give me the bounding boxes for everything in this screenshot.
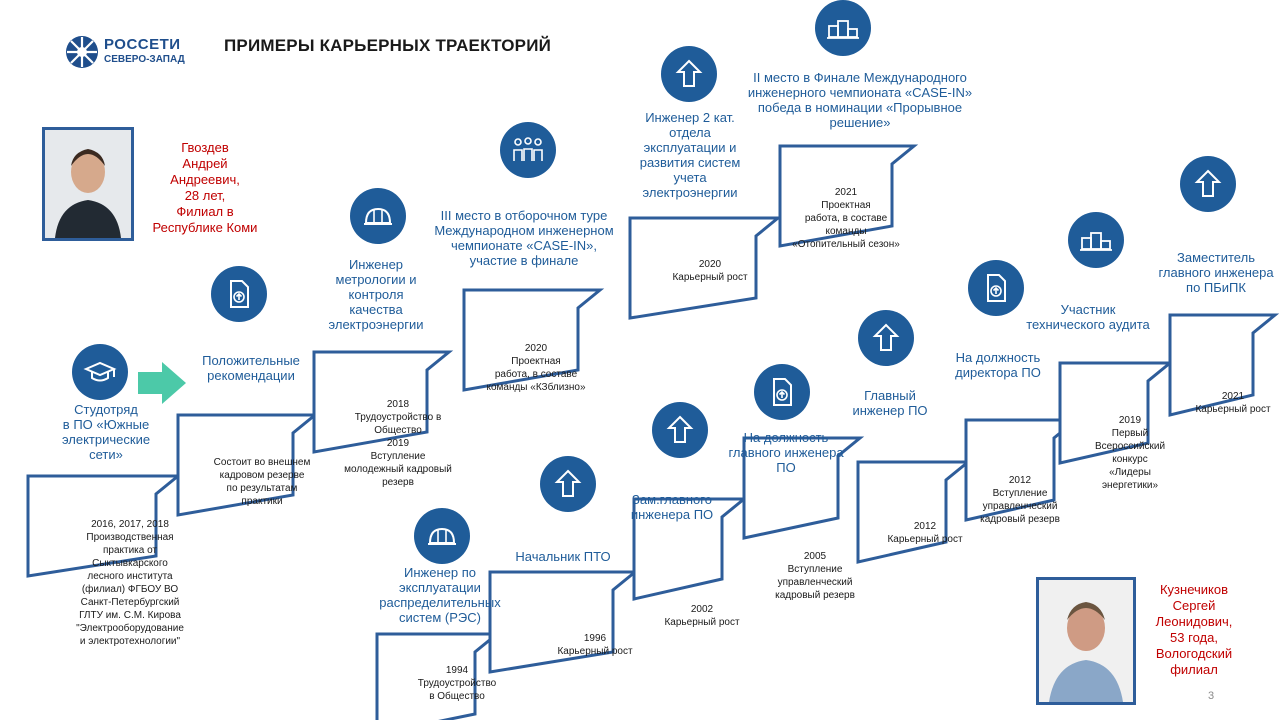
track1-caption-1: 2016, 2017, 2018 Производственная практи… (76, 519, 184, 647)
track1-label-3: Инженер метрологии и контроля качества э… (328, 257, 424, 332)
page-title: ПРИМЕРЫ КАРЬЕРНЫХ ТРАЕКТОРИЙ (224, 36, 552, 55)
arrow-up-icon (661, 46, 717, 102)
career-step (375, 632, 502, 720)
rosseti-logo-icon (66, 36, 98, 68)
track1-caption-4: 2020 Проектная работа, в составе команды… (486, 343, 586, 393)
track2-caption-7: 2019 Первый Всероссийский конкурс «Лидер… (1094, 415, 1166, 491)
track1-label-5: Инженер 2 кат. отдела эксплуатации и раз… (639, 110, 741, 200)
person2-name: Кузнечиков Сергей Леонидович, 53 года, В… (1155, 582, 1233, 677)
logo-name: РОССЕТИ (104, 36, 181, 53)
track1-caption-3: 2018 Трудоустройство в Общество 2019 Вст… (344, 399, 452, 488)
career-step (632, 497, 749, 601)
track2-caption-4: 2005 Вступление управленческий кадровый … (775, 551, 855, 601)
arrow-up-icon (858, 310, 914, 366)
track2-caption-2: 1996 Карьерный рост (557, 633, 633, 657)
track2-caption-5: 2012 Карьерный рост (887, 521, 963, 545)
document-icon (754, 364, 810, 420)
career-step (462, 288, 605, 392)
track1-caption-5: 2020 Карьерный рост (672, 259, 748, 283)
track2-label-7: Участник технического аудита (1026, 302, 1150, 332)
career-step (176, 413, 320, 517)
track2-caption-1: 1994 Трудоустройство в Общество (417, 665, 497, 702)
career-step (488, 570, 640, 674)
track1-caption-6: 2021 Проектная работа, в составе команды… (792, 187, 900, 250)
track2-caption-3: 2002 Карьерный рост (664, 604, 740, 628)
helmet-icon (350, 188, 406, 244)
track2-label-3: Зам.главного инженера ПО (630, 492, 714, 522)
track1-caption-2: Состоит во внешнем кадровом резерве по р… (213, 457, 311, 507)
track1-label-2: Положительные рекомендации (202, 353, 300, 383)
arrow-up-icon (1180, 156, 1236, 212)
track2-label-4: На должность главного инженера ПО (728, 430, 844, 475)
document-icon (968, 260, 1024, 316)
logo-subtitle: СЕВЕРО-ЗАПАД (104, 54, 185, 65)
podium-icon (1068, 212, 1124, 268)
track2-caption-6: 2012 Вступление управленческий кадровый … (980, 475, 1060, 525)
track1-label-4: III место в отборочном туре Международно… (434, 208, 614, 268)
career-step (312, 350, 454, 454)
person-silhouette-icon (45, 130, 131, 238)
company-logo: РОССЕТИ СЕВЕРО-ЗАПАД (64, 34, 214, 74)
document-icon (211, 266, 267, 322)
person1-name: Гвоздев Андрей Андреевич, 28 лет, Филиал… (152, 140, 258, 235)
career-step (628, 216, 783, 320)
podium-icon (815, 0, 871, 56)
career-step (1168, 313, 1280, 417)
helmet-icon (414, 508, 470, 564)
track2-label-6: На должность директора ПО (955, 350, 1041, 380)
track2-label-2: Начальник ПТО (515, 549, 611, 564)
career-step (778, 144, 919, 248)
career-step (1058, 361, 1175, 465)
graduation-cap-icon (72, 344, 128, 400)
team-icon (500, 122, 556, 178)
track1-label-1: Студотряд в ПО «Южные электрические сети… (61, 402, 151, 462)
career-step (856, 460, 973, 564)
career-step (742, 436, 865, 540)
arrow-up-icon (540, 456, 596, 512)
page-number: 3 (1208, 690, 1215, 702)
track1-label-6: II место в Финале Международного инженер… (747, 70, 973, 130)
direction-arrow (138, 362, 186, 404)
career-step (964, 418, 1081, 522)
staircase-track-1 (26, 144, 919, 578)
staircase-track-2 (375, 313, 1280, 720)
person-silhouette-icon (1039, 580, 1133, 702)
person2-photo (1036, 577, 1136, 705)
track2-label-8: Заместитель главного инженера по ПБиПК (1158, 250, 1274, 295)
person1-photo (42, 127, 134, 241)
track2-label-5: Главный инженер ПО (852, 388, 928, 418)
track2-label-1: Инженер по эксплуатации распределительны… (379, 565, 501, 625)
arrow-up-icon (652, 402, 708, 458)
track2-caption-8: 2021 Карьерный рост (1195, 391, 1271, 415)
career-step (26, 474, 183, 578)
